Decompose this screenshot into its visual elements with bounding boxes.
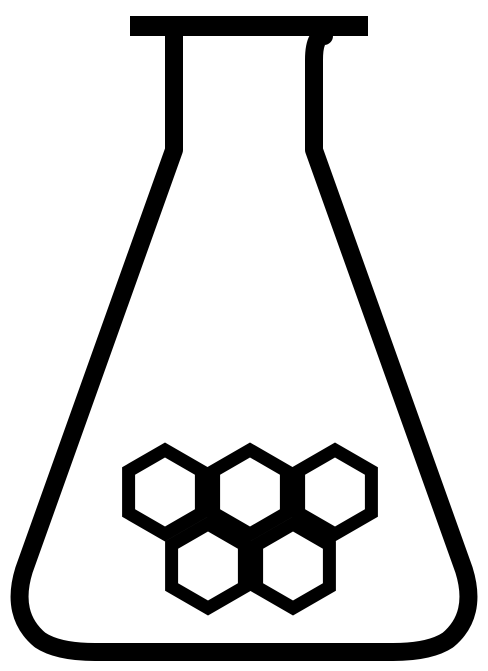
hexagon-5: [250, 516, 336, 616]
hexagon-3: [292, 442, 378, 542]
hexagon-4: [165, 516, 251, 616]
hexagon-2: [207, 442, 293, 542]
hexagon-molecule-icon: [122, 442, 378, 616]
flask-body-outline: [10, 27, 478, 661]
flask-lip: [130, 16, 368, 36]
hexagon-1: [122, 442, 208, 542]
